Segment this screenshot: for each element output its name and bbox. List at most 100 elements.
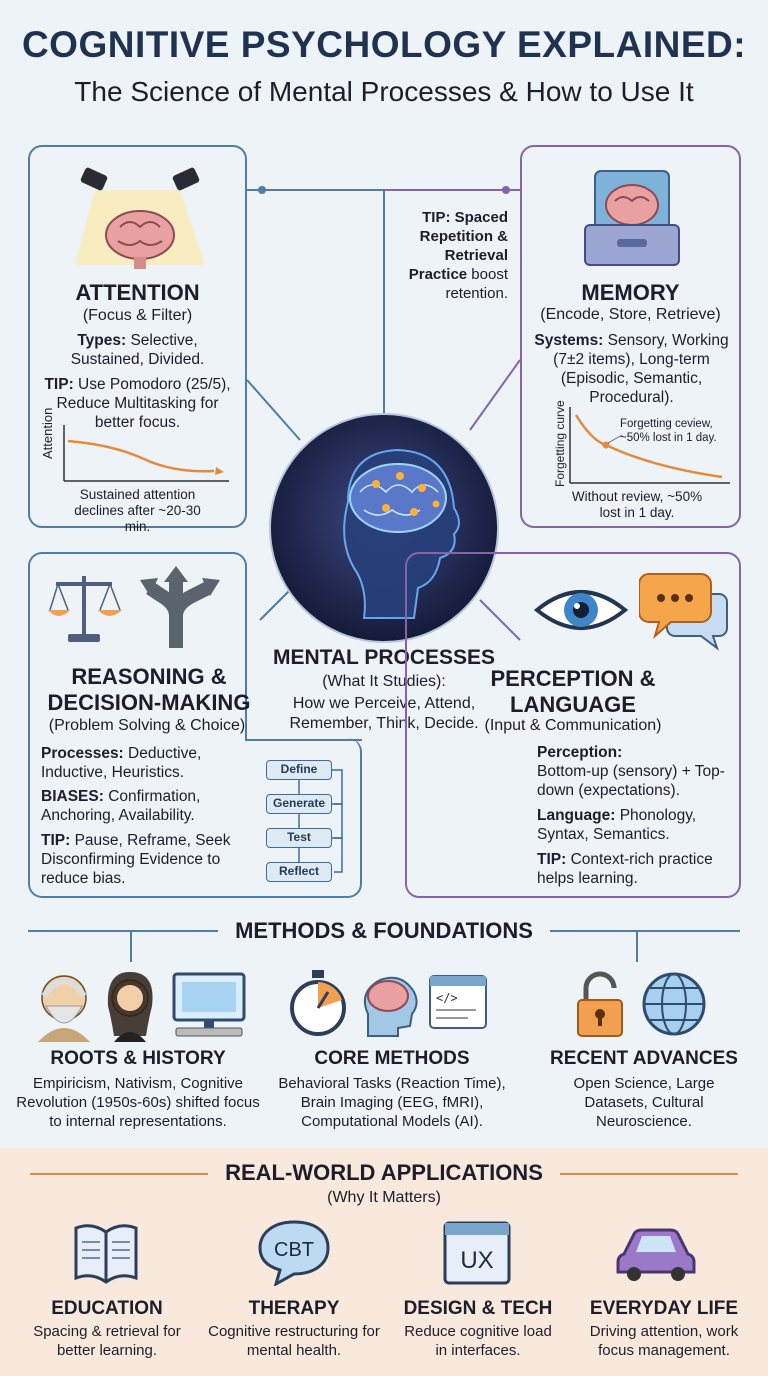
- perception-language-text: Phonology, Syntax, Semantics.: [537, 807, 697, 843]
- code-glyph: </>: [436, 991, 458, 1005]
- reasoning-biases: BIASES: Confirmation, Anchoring, Availab…: [41, 787, 241, 825]
- reasoning-title: REASONING & DECISION-MAKING: [44, 664, 254, 716]
- reasoning-tip: TIP: Pause, Reframe, Seek Disconfirming …: [41, 831, 237, 888]
- app-therapy-title: THERAPY: [248, 1298, 340, 1319]
- flow-step-generate: Generate: [266, 794, 332, 814]
- reasoning-panel: [28, 738, 362, 898]
- applications-subtitle: (Why It Matters): [327, 1189, 441, 1206]
- reasoning-processes-text: Deductive, Inductive, Heuristics.: [41, 745, 202, 781]
- methods-col-advances-text: Open Science, Large Datasets, Cultural N…: [573, 1075, 715, 1130]
- reasoning-biases-text: Confirmation, Anchoring, Availability.: [41, 788, 201, 824]
- memory-title: MEMORY: [581, 280, 680, 305]
- core-methods-icons: </>: [290, 970, 487, 1037]
- applications-title: REAL-WORLD APPLICATIONS: [225, 1160, 543, 1185]
- history-figures-icon: [38, 972, 246, 1042]
- attention-panel: ATTENTION (Focus & Filter) Types: Select…: [28, 145, 247, 534]
- methods-divider-right: [550, 930, 740, 932]
- app-everyday-text: Driving attention, work focus management…: [589, 1323, 739, 1359]
- memory-tip-bold: Spaced Repetition & Retrieval Practice: [408, 209, 508, 283]
- book-icon: [74, 1224, 138, 1284]
- app-therapy-text: Cognitive restructuring for mental healt…: [208, 1323, 380, 1359]
- attention-chart-caption: Sustained attention declines after ~20-3…: [74, 487, 201, 534]
- spotlight-brain-icon: [75, 167, 205, 269]
- center-text: How we Perceive, Attend, Remember, Think…: [289, 695, 479, 732]
- reasoning-tip-text: Pause, Reframe, Seek Disconfirming Evide…: [41, 832, 231, 887]
- app-design-text: Reduce cognitive load in interfaces.: [404, 1323, 552, 1359]
- perception-perception-label: Perception:: [537, 744, 623, 761]
- flow-arrows: [298, 769, 343, 873]
- apps-divider-left: [30, 1173, 208, 1175]
- center-title: MENTAL PROCESSES: [272, 646, 496, 669]
- memory-chart-caption: Without review, ~50% lost in 1 day.: [571, 489, 703, 520]
- memory-chart-ylabel: Forgetting curve: [553, 400, 567, 487]
- attention-decline-chart: [63, 425, 229, 482]
- reasoning-biases-label: BIASES:: [41, 788, 104, 805]
- perception-tip-label: TIP:: [537, 851, 567, 868]
- fork-arrow-icon: [140, 566, 220, 648]
- car-icon: [616, 1228, 696, 1281]
- memory-systems: Systems: Sensory, Working (7±2 items), L…: [530, 331, 733, 407]
- reasoning-tip-label: TIP:: [41, 832, 71, 849]
- flow-step-test: Test: [266, 828, 332, 848]
- memory-tip: TIP: Spaced Repetition & Retrieval Pract…: [402, 208, 508, 303]
- perception-perception: Perception: Bottom-up (sensory) + Top-do…: [537, 743, 733, 800]
- memory-panel: MEMORY (Encode, Store, Retrieve) Systems…: [520, 145, 741, 528]
- app-education-text: Spacing & retrieval for better learning.: [33, 1323, 181, 1359]
- page-subtitle: The Science of Mental Processes & How to…: [74, 76, 694, 107]
- attention-chart-ylabel: Attention: [40, 407, 55, 459]
- reasoning-title-line1: REASONING &: [71, 664, 227, 689]
- problem-solving-flow: Define Generate Test Reflect: [266, 758, 350, 884]
- flow-step-define: Define: [266, 760, 332, 780]
- reasoning-processes-label: Processes:: [41, 745, 124, 762]
- memory-subtitle: (Encode, Store, Retrieve): [540, 306, 721, 323]
- perception-title: PERCEPTION & LANGUAGE: [407, 666, 739, 718]
- reasoning-title-line2: DECISION-MAKING: [47, 690, 251, 715]
- center-subtitle: (What It Studies):: [322, 673, 446, 690]
- methods-title: METHODS & FOUNDATIONS: [235, 918, 533, 943]
- attention-types: Types: Selective, Sustained, Divided.: [50, 331, 225, 369]
- perception-panel: PERCEPTION & LANGUAGE (Input & Communica…: [405, 552, 741, 898]
- perception-tip: TIP: Context-rich practice helps learnin…: [537, 850, 733, 888]
- page-title: COGNITIVE PSYCHOLOGY EXPLAINED:: [21, 24, 747, 65]
- methods-col-core-text: Behavioral Tasks (Reaction Time), Brain …: [278, 1075, 506, 1130]
- ux-window-icon: UX: [443, 1221, 511, 1285]
- attention-types-label: Types:: [77, 332, 127, 349]
- forgetting-curve-chart: [569, 407, 730, 484]
- methods-branch-right: [636, 932, 638, 962]
- memory-systems-label: Systems:: [534, 332, 604, 349]
- perception-tip-text: Context-rich practice helps learning.: [537, 851, 713, 887]
- perception-title-line1: PERCEPTION &: [490, 666, 656, 691]
- memory-drawer-icon: [584, 170, 680, 266]
- methods-col-roots-text: Empiricism, Nativism, Cognitive Revoluti…: [16, 1075, 260, 1130]
- attention-tip-label: TIP:: [44, 376, 74, 393]
- brain-head-icon: [269, 413, 499, 643]
- methods-col-advances-title: RECENT ADVANCES: [550, 1048, 738, 1069]
- speech-bubble-icon: [639, 573, 728, 651]
- ux-label: UX: [460, 1247, 493, 1274]
- perception-perception-text: Bottom-up (sensory) + Top-down (expectat…: [537, 763, 725, 799]
- attention-subtitle: (Focus & Filter): [82, 307, 193, 324]
- scales-icon: [48, 576, 122, 642]
- flow-step-reflect: Reflect: [266, 862, 332, 882]
- methods-branch-left: [130, 932, 132, 962]
- app-design-title: DESIGN & TECH: [403, 1298, 553, 1319]
- app-everyday-title: EVERYDAY LIFE: [589, 1298, 739, 1319]
- attention-title: ATTENTION: [75, 280, 200, 305]
- cbt-label: CBT: [274, 1239, 314, 1261]
- methods-divider-left: [28, 930, 218, 932]
- perception-language: Language: Phonology, Syntax, Semantics.: [537, 806, 733, 844]
- apps-divider-right: [560, 1173, 738, 1175]
- memory-tip-text: boost retention.: [445, 266, 508, 302]
- memory-systems-text: Sensory, Working (7±2 items), Long-term …: [553, 332, 729, 406]
- cbt-bubble-icon: CBT: [258, 1220, 330, 1286]
- eye-icon: [533, 590, 629, 630]
- attention-tip-text: Use Pomodoro (25/5), Reduce Multitasking…: [56, 376, 231, 431]
- advances-icons: [577, 971, 706, 1037]
- memory-tip-label: TIP:: [422, 209, 451, 226]
- app-education-title: EDUCATION: [51, 1298, 163, 1319]
- memory-chart-note: Forgetting ceview, ~50% lost in 1 day.: [620, 418, 717, 444]
- attention-tip: TIP: Use Pomodoro (25/5), Reduce Multita…: [38, 375, 237, 432]
- perception-language-label: Language:: [537, 807, 616, 824]
- methods-col-roots-title: ROOTS & HISTORY: [50, 1048, 226, 1069]
- reasoning-processes: Processes: Deductive, Inductive, Heurist…: [41, 744, 241, 782]
